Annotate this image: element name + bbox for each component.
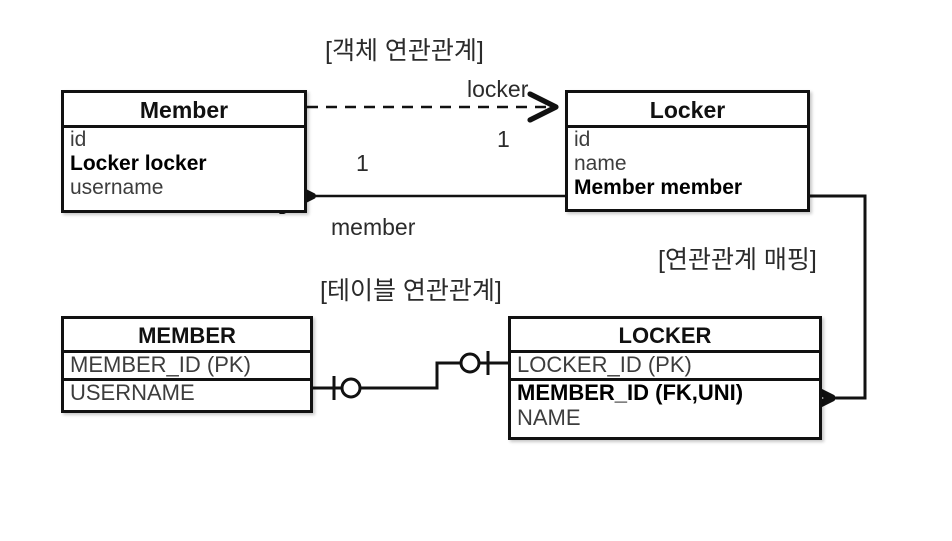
edge-multiplicity-locker: 1 [497,126,510,152]
table-row: MEMBER_ID (PK) [64,350,310,378]
class-attribute: id [70,128,87,151]
section-label-object-association: [객체 연관관계] [325,37,484,65]
class-attribute: Member member [574,176,743,199]
class-box-member[interactable]: Member id Locker locker username [61,90,307,213]
class-box-locker[interactable]: Locker id name Member member [565,90,810,212]
class-box-member-title: Member [139,97,229,123]
class-box-member-attributes: id Locker locker username [64,125,304,200]
table-box-locker-title: LOCKER [618,323,712,348]
section-label-association-mapping: [연관관계 매핑] [658,246,817,274]
section-label-table-association: [테이블 연관관계] [320,277,502,305]
edge-multiplicity-member: 1 [356,150,369,176]
table-column: NAME [517,405,581,430]
table-column: MEMBER_ID (PK) [70,352,251,377]
table-column: MEMBER_ID (FK,UNI) [517,380,744,405]
edge-label-locker: locker [467,76,529,102]
class-attribute: id [574,128,591,151]
table-box-member[interactable]: MEMBER MEMBER_ID (PK) USERNAME [61,316,313,413]
table-row: LOCKER_ID (PK) [511,350,819,378]
edge-member-table-to-locker-table [313,351,508,400]
table-box-locker[interactable]: LOCKER LOCKER_ID (PK) MEMBER_ID (FK,UNI)… [508,316,822,440]
table-column: USERNAME [70,380,195,405]
class-box-locker-title: Locker [649,97,726,123]
class-box-locker-attributes: id name Member member [568,125,807,200]
table-row: MEMBER_ID (FK,UNI) NAME [511,378,819,431]
table-row: USERNAME [64,378,310,406]
class-attribute: name [574,152,627,175]
table-box-member-title: MEMBER [138,323,236,348]
class-attribute: Locker locker [70,152,207,175]
edge-label-member: member [331,214,416,240]
edge-association-mapping [810,194,867,398]
table-column: LOCKER_ID (PK) [517,352,692,377]
class-attribute: username [70,176,164,199]
